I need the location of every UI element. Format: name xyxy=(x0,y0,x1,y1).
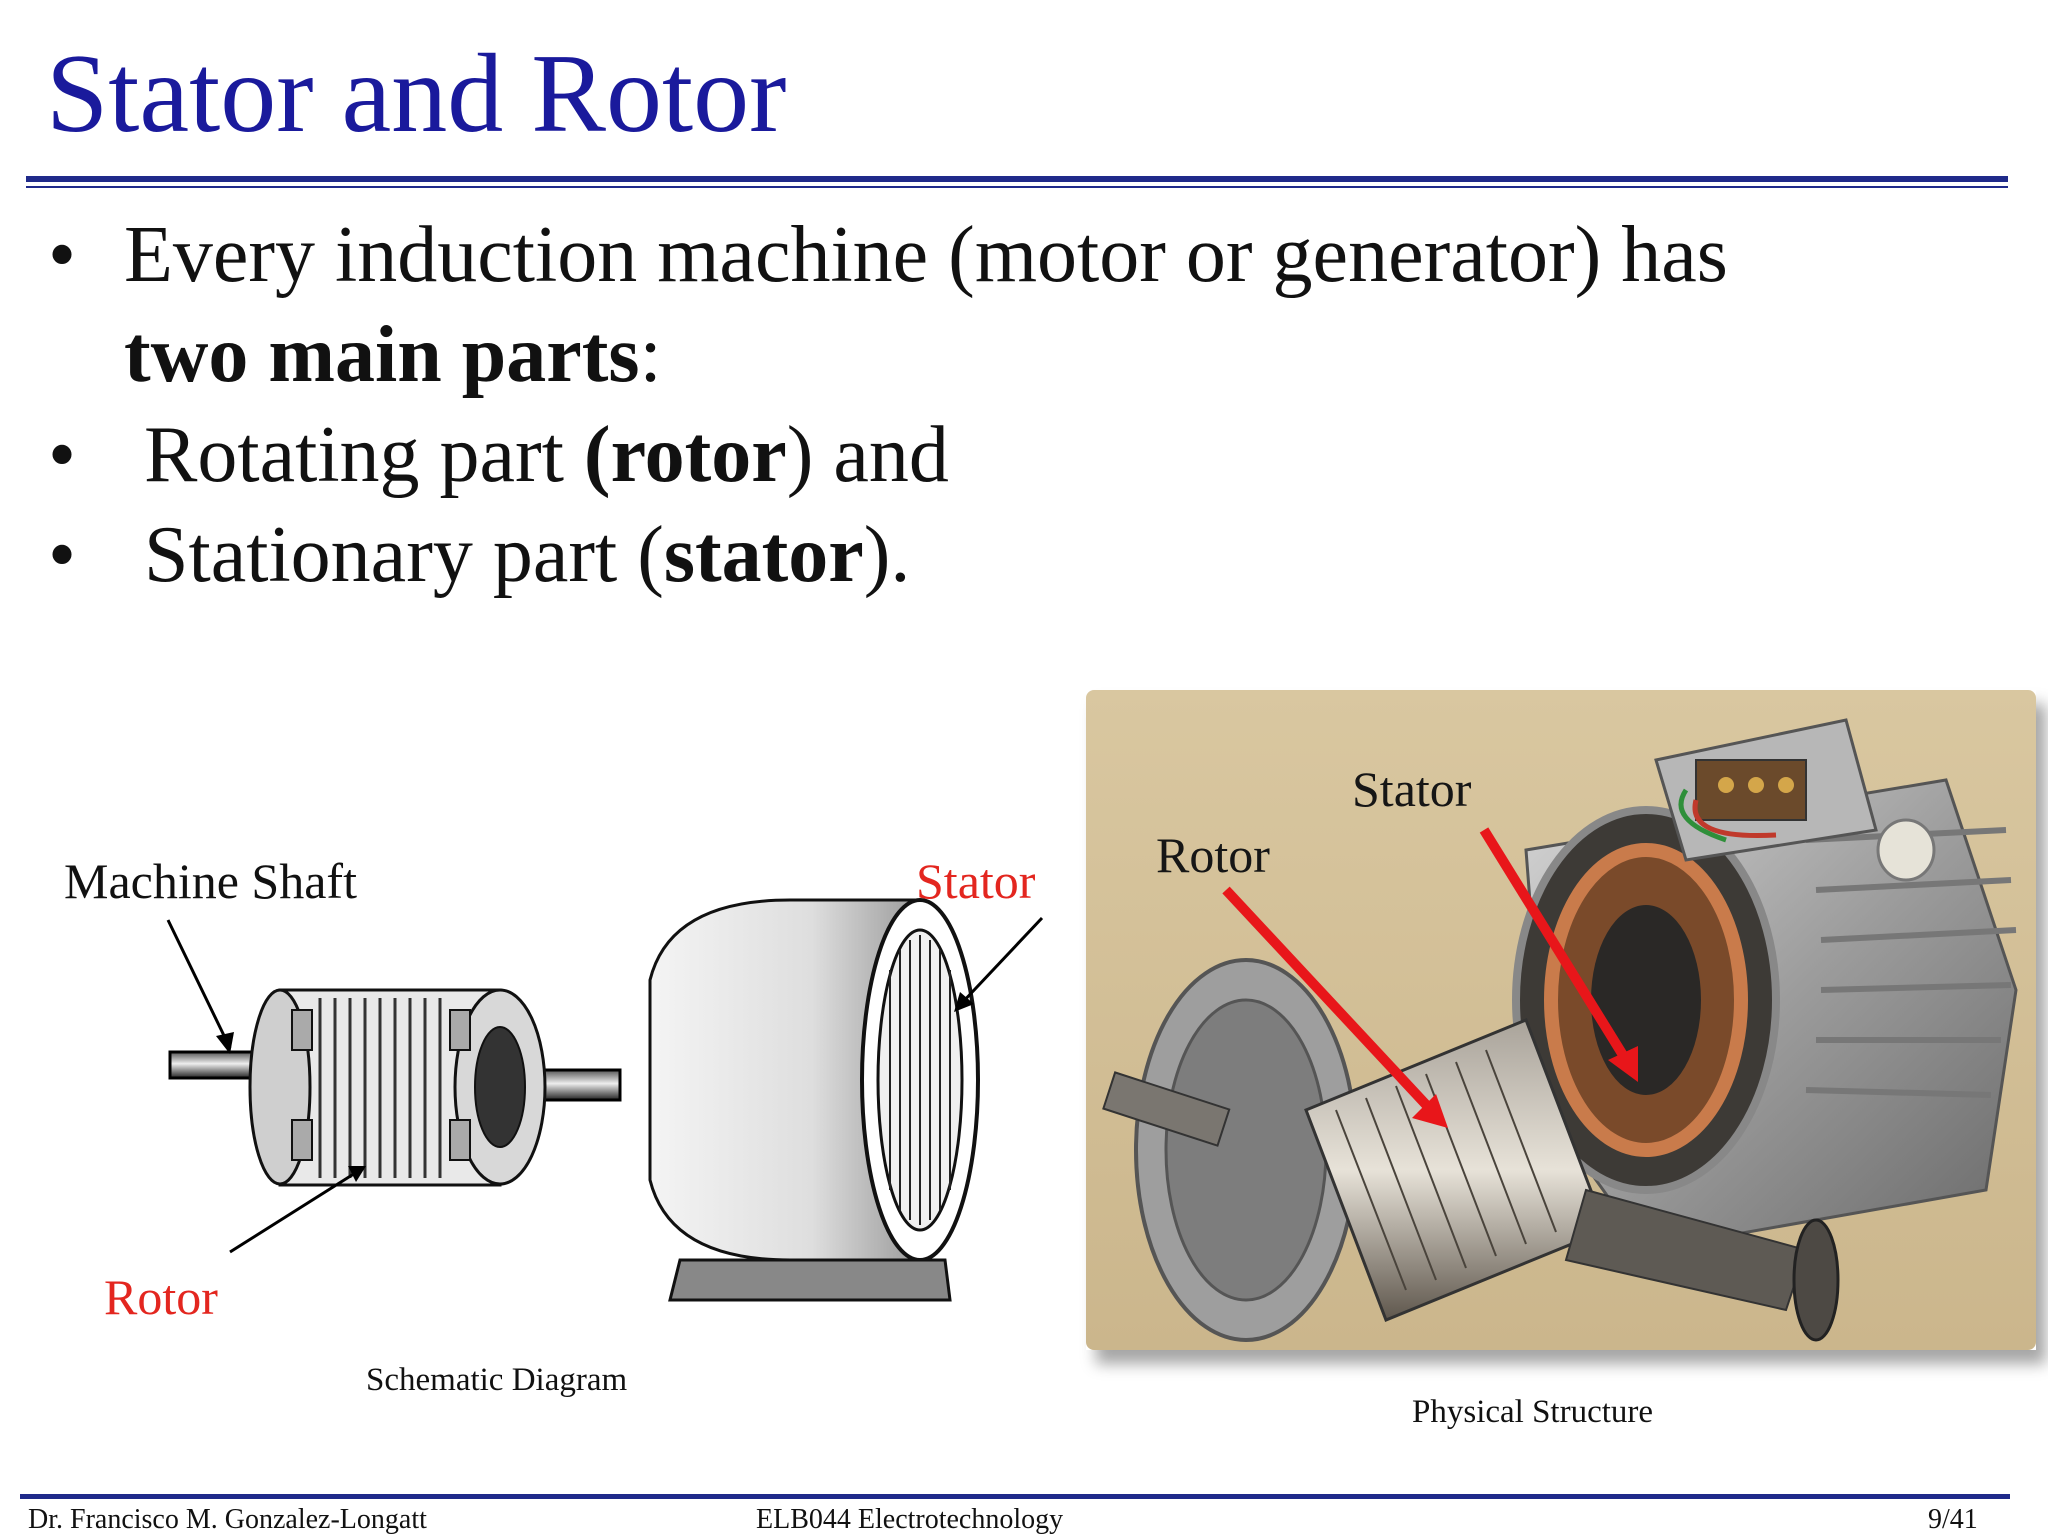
footer-divider xyxy=(20,1494,2010,1499)
photo-rotor-arrow xyxy=(1222,886,1448,1128)
schematic-stator-label: Stator xyxy=(916,853,1036,909)
footer-page-number: 9/41 xyxy=(1928,1504,1978,1535)
bullet-dot: • xyxy=(48,211,77,299)
bullet-item-rotor: • Rotating part (rotor) and xyxy=(40,405,2020,505)
shaft-label: Machine Shaft xyxy=(64,853,357,909)
bullet-item-parts: • Every induction machine (motor or gene… xyxy=(40,205,2020,405)
motor-photo-drawing xyxy=(1086,690,2036,1350)
motor-photo: Stator Rotor xyxy=(1086,690,2036,1350)
shaft-left xyxy=(168,1050,262,1080)
photo-rotor-label: Rotor xyxy=(1156,827,1270,883)
stator-cylinder xyxy=(648,898,980,1302)
bullet-item-stator: • Stationary part (stator). xyxy=(40,505,2020,605)
bullet-tail: ) and xyxy=(786,411,949,499)
bullet-text: Stationary part ( xyxy=(144,511,664,599)
title-divider xyxy=(26,176,2008,182)
bullet-bold-text: stator xyxy=(663,511,864,599)
footer-course: ELB044 Electrotechnology xyxy=(756,1504,1064,1535)
bullet-bold-text: (rotor xyxy=(583,411,787,499)
bullet-dot: • xyxy=(48,511,77,599)
photo-rotor xyxy=(1102,1018,1840,1342)
shaft-leader-arrow xyxy=(166,919,232,1049)
bullet-text: Every induction machine (motor or genera… xyxy=(124,211,1728,299)
bullet-tail: ). xyxy=(863,511,911,599)
title-divider-thin xyxy=(26,186,2008,188)
bullet-text: Rotating part xyxy=(144,411,584,499)
schematic-diagram: Machine Shaft Stator Rotor Schematic Dia… xyxy=(30,840,1080,1398)
footer-author: Dr. Francisco M. Gonzalez-Longatt xyxy=(28,1504,427,1535)
photo-stator-arrow xyxy=(1479,827,1638,1082)
bullet-bold-text: two main parts xyxy=(124,311,640,399)
slide-title: Stator and Rotor xyxy=(46,32,787,156)
photo-stator-label: Stator xyxy=(1352,761,1472,817)
photo-caption: Physical Structure xyxy=(1412,1394,1654,1430)
rotor-cylinder xyxy=(248,988,547,1187)
schematic-rotor-label: Rotor xyxy=(104,1269,218,1325)
bullet-tail: : xyxy=(639,311,662,399)
bullet-list: • Every induction machine (motor or gene… xyxy=(40,205,2020,605)
schematic-caption: Schematic Diagram xyxy=(366,1362,628,1398)
stator-leader-arrow xyxy=(958,916,1044,1007)
rotor-leader-arrow xyxy=(229,1168,361,1254)
schematic-drawing xyxy=(166,898,1044,1302)
bullet-dot: • xyxy=(48,411,77,499)
